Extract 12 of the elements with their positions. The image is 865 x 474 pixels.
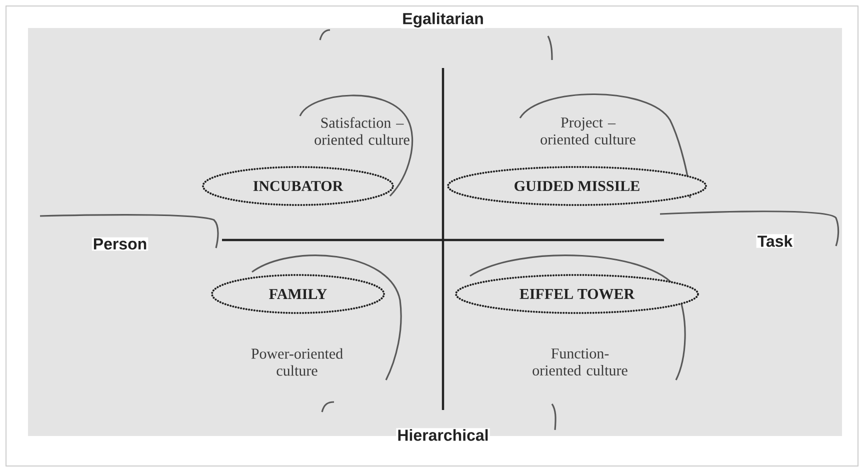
ellipse-node: INCUBATOR: [202, 166, 394, 206]
ellipse-node: EIFFEL TOWER: [455, 274, 699, 314]
ellipse-node: FAMILY: [211, 274, 385, 314]
axis-label: Egalitarian: [401, 12, 485, 28]
axis-label: Person: [92, 237, 148, 251]
axis-label: Hierarchical: [396, 428, 490, 442]
caption-text: Power-oriented culture: [251, 348, 343, 376]
axis-label: Task: [756, 234, 794, 248]
caption-text: Satisfaction – oriented culture: [314, 117, 410, 145]
ellipse-node: GUIDED MISSILE: [447, 166, 707, 206]
caption-text: Function-oriented culture: [532, 348, 628, 376]
caption-text: Project – oriented culture: [540, 117, 636, 145]
